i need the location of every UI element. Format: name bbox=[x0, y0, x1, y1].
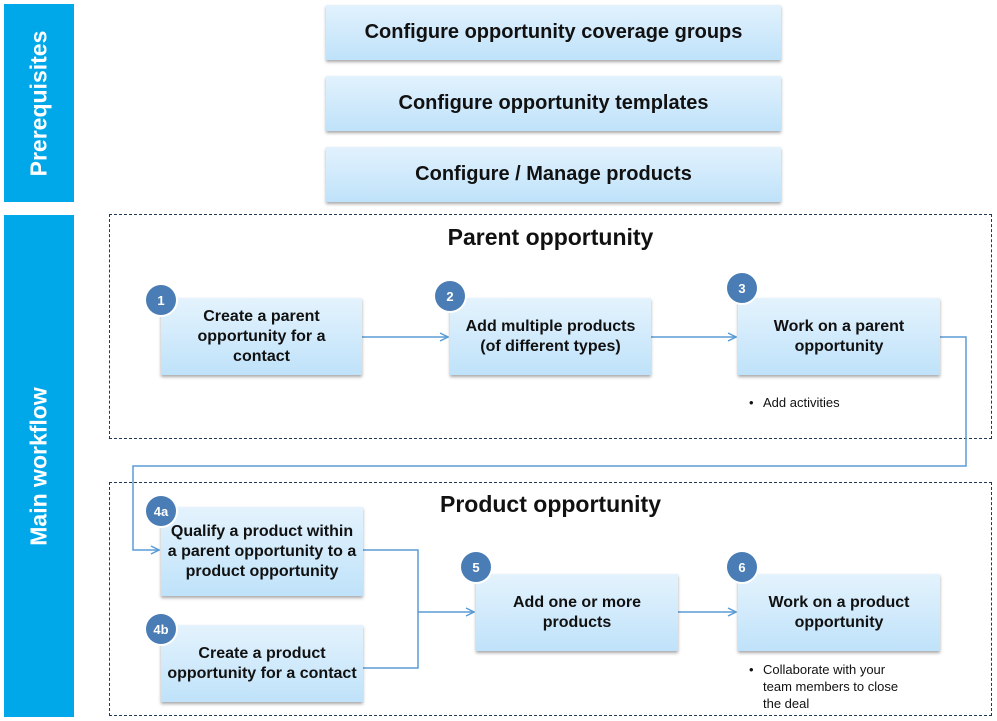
product-opportunity-section: Product opportunity bbox=[109, 482, 992, 716]
step-4a-badge: 4a bbox=[146, 496, 176, 526]
prereq-opportunity-templates-label: Configure opportunity templates bbox=[398, 92, 709, 114]
prereq-opportunity-templates: Configure opportunity templates bbox=[326, 76, 781, 131]
step-6-label: Work on a product opportunity bbox=[768, 593, 910, 631]
step-5-badge: 5 bbox=[461, 552, 491, 582]
arrow-3-to-4a bbox=[132, 336, 967, 550]
arrow-4b-to-5 bbox=[363, 612, 419, 669]
prereq-coverage-groups: Configure opportunity coverage groups bbox=[326, 5, 781, 60]
prereq-manage-products: Configure / Manage products bbox=[326, 147, 781, 202]
step-2-box: Add multiple products (of different type… bbox=[450, 298, 651, 375]
prerequisites-sidebar: Prerequisites bbox=[4, 4, 74, 202]
step-6-badge: 6 bbox=[727, 552, 757, 582]
step-1-label: Create a parent opportunity for a contac… bbox=[197, 307, 326, 365]
bullet-icon: • bbox=[749, 662, 754, 677]
step-4b-label: Create a product opportunity for a conta… bbox=[167, 644, 357, 682]
step-5-box: Add one or more products bbox=[476, 574, 678, 651]
step-1-box: Create a parent opportunity for a contac… bbox=[161, 298, 362, 375]
step-6-box: Work on a product opportunity bbox=[738, 574, 940, 651]
step-3-label: Work on a parent opportunity bbox=[773, 317, 905, 355]
step-4b-box: Create a product opportunity for a conta… bbox=[161, 625, 363, 702]
parent-opportunity-section: Parent opportunity bbox=[109, 214, 992, 439]
step-5-label: Add one or more products bbox=[512, 593, 641, 631]
parent-opportunity-title: Parent opportunity bbox=[447, 224, 654, 250]
step-3-note: • Add activities bbox=[749, 394, 949, 411]
step-1-badge: 1 bbox=[146, 285, 176, 315]
step-2-label: Add multiple products (of different type… bbox=[465, 317, 636, 355]
step-2-badge: 2 bbox=[435, 281, 465, 311]
step-4a-box: Qualify a product within a parent opport… bbox=[161, 507, 363, 596]
arrow-4a-to-5 bbox=[363, 549, 474, 612]
prereq-manage-products-label: Configure / Manage products bbox=[415, 163, 692, 185]
bullet-icon: • bbox=[749, 395, 754, 410]
product-opportunity-title: Product opportunity bbox=[439, 491, 662, 517]
main-workflow-sidebar: Main workflow bbox=[4, 215, 74, 717]
prereq-coverage-groups-label: Configure opportunity coverage groups bbox=[364, 21, 743, 43]
step-6-note: • Collaborate with your team members to … bbox=[749, 661, 914, 712]
step-4b-badge: 4b bbox=[146, 614, 176, 644]
step-6-note-text: Collaborate with your team members to cl… bbox=[763, 662, 899, 711]
step-4a-label: Qualify a product within a parent opport… bbox=[167, 522, 357, 580]
step-3-box: Work on a parent opportunity bbox=[738, 298, 940, 375]
step-3-note-text: Add activities bbox=[763, 395, 840, 410]
step-3-badge: 3 bbox=[727, 273, 757, 303]
